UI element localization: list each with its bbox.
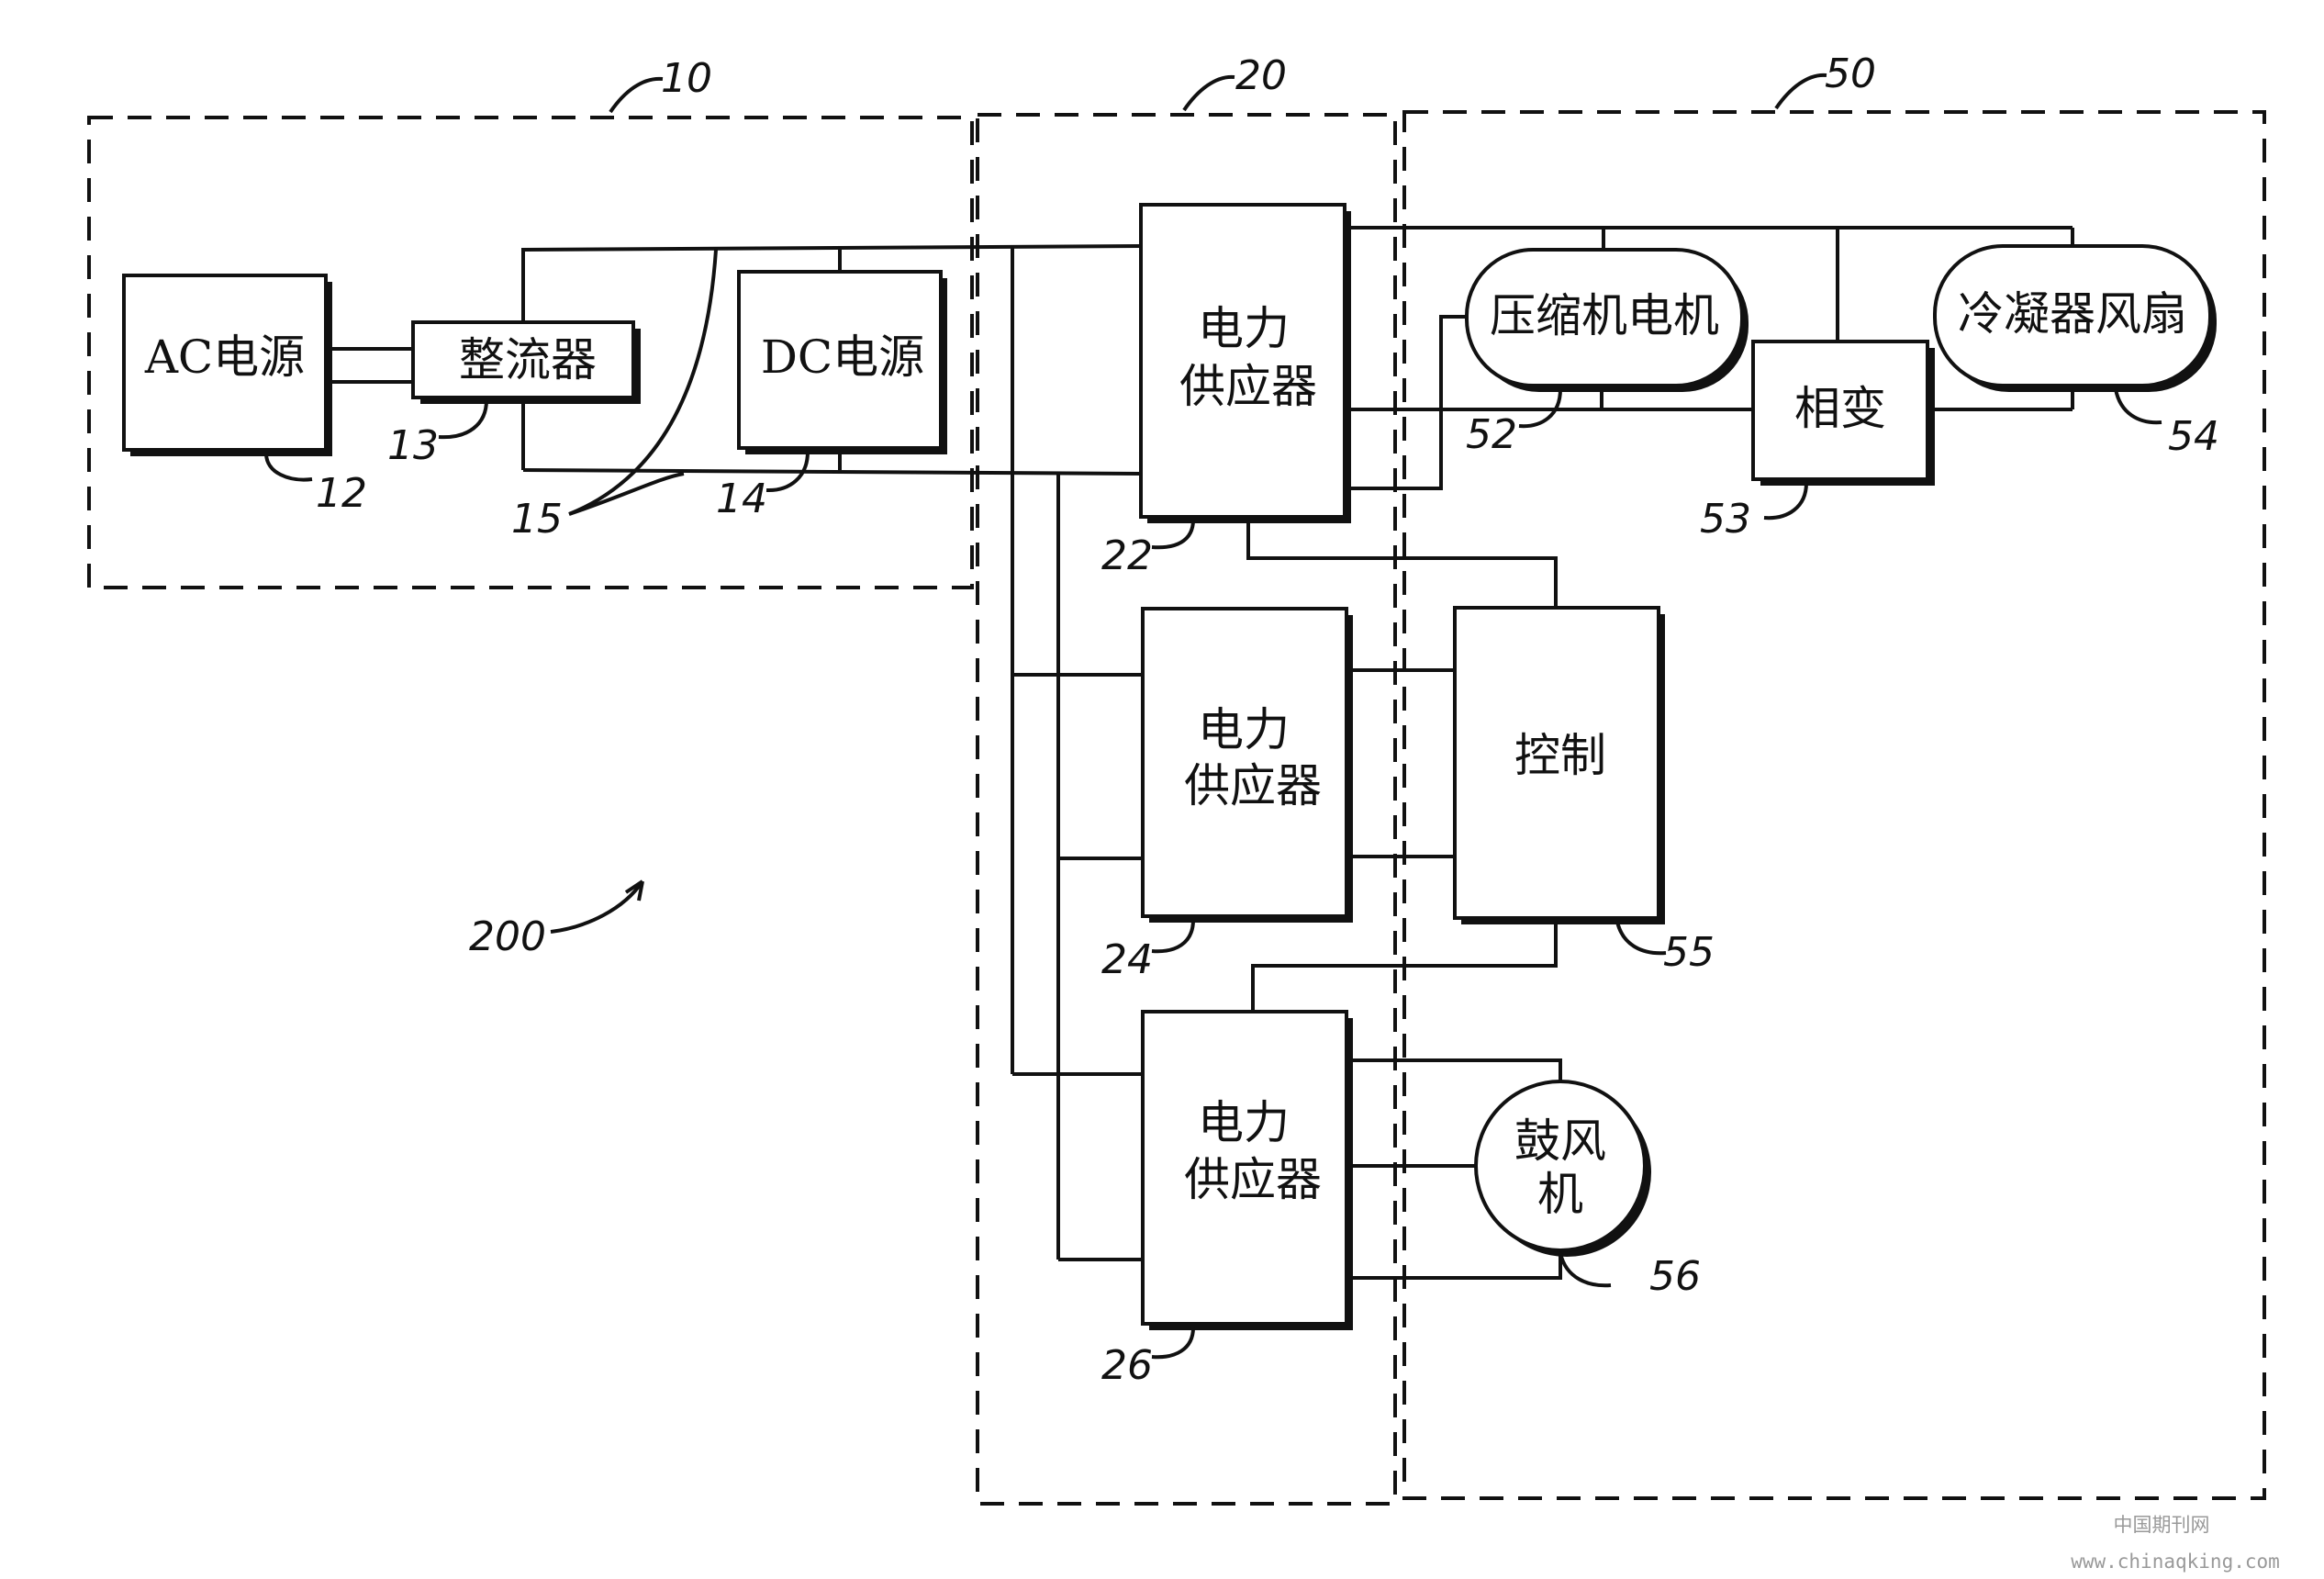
power-supply-1-label-line1: 电力 — [1198, 302, 1290, 355]
compressor-motor-block: 压缩机电机 — [1465, 248, 1749, 392]
group-refs: 10 20 50 — [609, 50, 1876, 114]
ref-rectifier: 13 — [387, 422, 439, 469]
ref-control: 55 — [1663, 929, 1715, 976]
rectifier-label: 整流器 — [459, 333, 597, 386]
condenser-fan-label: 冷凝器风扇 — [1958, 287, 2187, 341]
blower-label-line2: 机 — [1537, 1168, 1583, 1221]
condenser-fan-block: 冷凝器风扇 — [1933, 244, 2217, 392]
watermark: 中国期刊网 www.chinaqking.com — [2071, 1514, 2280, 1573]
power-supply-2-block: 电力 供应器 — [1141, 607, 1353, 923]
power-supply-2-label-line2: 供应器 — [1184, 759, 1322, 812]
ref-condenser-fan: 54 — [2168, 413, 2219, 460]
ac-source-block: AC电源 — [122, 274, 332, 456]
compressor-motor-label: 压缩机电机 — [1490, 289, 1719, 342]
ref-power-supply-3: 26 — [1101, 1342, 1153, 1389]
blower-label-line1: 鼓风 — [1514, 1114, 1606, 1168]
ref-system: 200 — [469, 913, 546, 960]
ref-labels: 12 13 14 15 22 24 26 52 53 54 55 56 200 — [264, 388, 2219, 1389]
dc-source-block: DC电源 — [737, 270, 947, 454]
ref-group-50: 50 — [1825, 50, 1876, 97]
ref-ac-source: 12 — [316, 470, 367, 517]
ref-group-20: 20 — [1235, 52, 1287, 99]
phase-change-label: 相变 — [1794, 382, 1886, 435]
ref-group-10: 10 — [661, 55, 712, 102]
group-20-boundary — [976, 113, 1397, 1506]
group-boundaries — [87, 110, 2266, 1506]
control-label: 控制 — [1514, 729, 1606, 782]
power-supply-3-block: 电力 供应器 — [1141, 1010, 1353, 1330]
ref-power-supply-1: 22 — [1101, 532, 1153, 579]
dc-source-label: DC电源 — [761, 330, 924, 384]
phase-change-block: 相变 — [1751, 340, 1935, 486]
ref-dc-source: 14 — [716, 476, 767, 522]
group-10-boundary — [87, 116, 974, 589]
watermark-line1: 中国期刊网 — [2114, 1514, 2210, 1536]
power-supply-1-label-line2: 供应器 — [1179, 360, 1317, 413]
power-supply-1-block: 电力 供应器 — [1139, 203, 1351, 523]
power-supply-2-label-line1: 电力 — [1198, 703, 1290, 756]
group-50-boundary — [1402, 110, 2266, 1500]
power-supply-3-label-line2: 供应器 — [1184, 1153, 1322, 1206]
ref-compressor: 52 — [1466, 411, 1517, 458]
blower-block: 鼓风 机 — [1474, 1080, 1651, 1257]
ref-blower: 56 — [1649, 1253, 1701, 1300]
ref-power-supply-2: 24 — [1101, 936, 1153, 983]
ref-phase-change: 53 — [1700, 496, 1751, 543]
watermark-line2: www.chinaqking.com — [2071, 1551, 2280, 1573]
ac-source-label: AC电源 — [144, 330, 305, 384]
power-supply-3-label-line1: 电力 — [1198, 1096, 1290, 1149]
rectifier-block: 整流器 — [411, 320, 641, 404]
control-block: 控制 — [1453, 606, 1665, 924]
ref-bus: 15 — [511, 496, 563, 543]
